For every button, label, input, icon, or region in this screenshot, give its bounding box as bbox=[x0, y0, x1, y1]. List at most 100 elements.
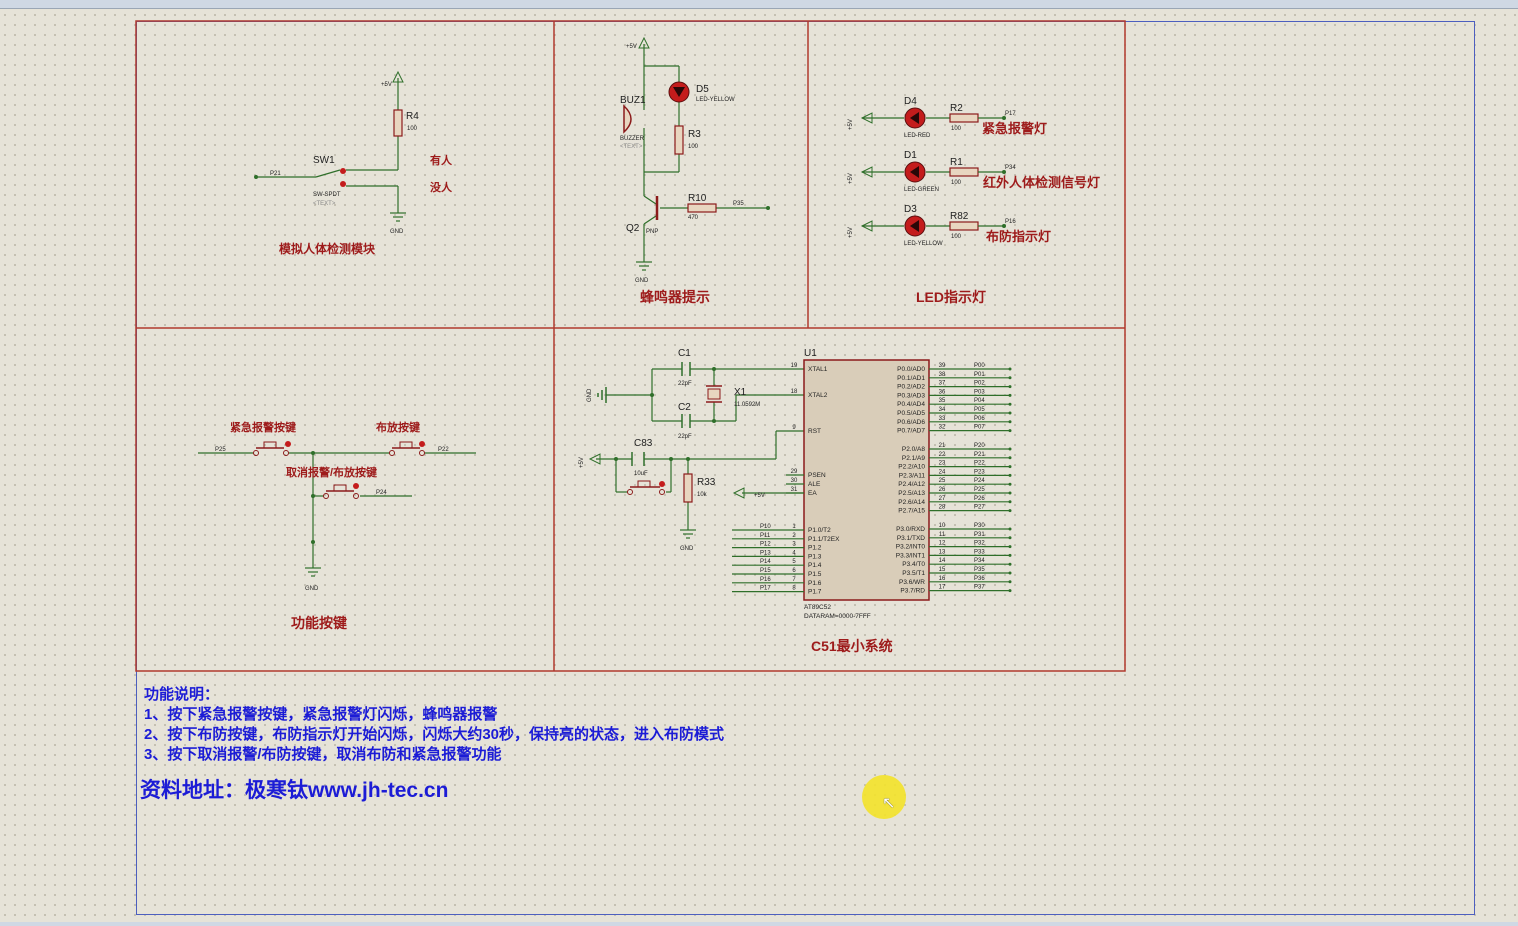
body-detect-module: +5V R4 100 SW1 SW-SPDT <TEXT> P21 GND 有人… bbox=[254, 70, 453, 235]
pin-node bbox=[1008, 393, 1012, 397]
vcc-arrow bbox=[860, 220, 873, 232]
q2-collector bbox=[643, 215, 657, 225]
pin-name: P3.6/WR bbox=[899, 579, 925, 586]
pin-net: P20 bbox=[974, 443, 985, 449]
pin-net: P05 bbox=[974, 407, 985, 413]
node-p35 bbox=[766, 206, 770, 210]
label-led-function: 布防指示灯 bbox=[986, 229, 1051, 244]
buzzer-module: +5V D5 LED-YELLOW BUZ1 BUZZER <TEXT> R3 … bbox=[620, 36, 770, 284]
node-p21 bbox=[254, 175, 258, 179]
pin-name: P0.0/AD0 bbox=[897, 366, 925, 373]
pin-name: P1.3 bbox=[808, 553, 822, 560]
label-r4-val: 100 bbox=[407, 126, 418, 132]
pin-number: 25 bbox=[939, 478, 946, 484]
pin-net: P00 bbox=[974, 363, 985, 369]
pin-node bbox=[1008, 580, 1012, 584]
label-r10: R10 bbox=[688, 193, 707, 204]
gnd-symbol bbox=[305, 567, 321, 577]
label-resistor-ref: R82 bbox=[950, 211, 969, 222]
label-net: P17 bbox=[1005, 111, 1016, 117]
cap-c83 bbox=[631, 452, 645, 466]
pin-number: 23 bbox=[939, 461, 946, 467]
reset-key[interactable] bbox=[627, 480, 666, 495]
label-vcc: +5V bbox=[848, 119, 854, 130]
key-k2[interactable] bbox=[389, 441, 426, 456]
pin-number: 7 bbox=[792, 577, 796, 583]
pin-number: 4 bbox=[792, 550, 796, 556]
pin-number: 15 bbox=[939, 567, 946, 573]
label-resistor-ref: R1 bbox=[950, 157, 963, 168]
pin-number: 34 bbox=[939, 407, 946, 413]
pin-node bbox=[1008, 429, 1012, 433]
section-title-body-detect: 模拟人体检测模块 bbox=[279, 241, 376, 256]
pin-name: P3.4/T0 bbox=[902, 561, 925, 568]
pin-name: P3.2/INT0 bbox=[896, 544, 926, 551]
resistor-r10 bbox=[687, 203, 717, 213]
key-k3[interactable] bbox=[323, 483, 360, 499]
led-module: +5VD4LED-REDR2100P17紧急报警灯+5VD1LED-GREENR… bbox=[848, 96, 1100, 247]
pin-node bbox=[1008, 456, 1012, 460]
pin-name: P1.7 bbox=[808, 589, 822, 596]
pin-name: P2.3/A11 bbox=[899, 472, 926, 479]
label-c83-val: 10uF bbox=[634, 471, 648, 477]
pin-name: P0.2/AD2 bbox=[897, 384, 925, 391]
label-x1-val: 11.0592M bbox=[734, 402, 760, 408]
pin-net: P03 bbox=[974, 389, 985, 395]
pin-number: 11 bbox=[939, 532, 946, 538]
pin-net: P01 bbox=[974, 372, 985, 378]
cap-c2 bbox=[681, 414, 691, 428]
label-q2-type: PNP bbox=[646, 229, 658, 235]
website-link[interactable]: 资料地址：极寒钛www.jh-tec.cn bbox=[140, 779, 449, 802]
label-r33-val: 10k bbox=[697, 492, 708, 498]
pin-net: P26 bbox=[974, 496, 985, 502]
pin-name: P2.2/A10 bbox=[898, 464, 925, 471]
label-x1: X1 bbox=[734, 387, 747, 398]
pin-net: P36 bbox=[974, 576, 985, 582]
pin-number: 12 bbox=[939, 541, 946, 547]
mcu-chip-u1[interactable] bbox=[803, 359, 930, 601]
key-k1[interactable] bbox=[253, 441, 292, 456]
section-frames bbox=[135, 20, 1126, 672]
pin-net: P24 bbox=[974, 478, 985, 484]
label-led-ref: D1 bbox=[904, 150, 917, 161]
pin-name: P2.7/A15 bbox=[898, 508, 925, 515]
pin-node bbox=[1008, 571, 1012, 575]
buzzer-buz1 bbox=[623, 104, 632, 134]
pin-node bbox=[1008, 500, 1012, 504]
label-resistor-val: 100 bbox=[951, 126, 962, 132]
gnd-symbol bbox=[636, 261, 652, 271]
label-key-emergency: 紧急报警按键 bbox=[230, 420, 297, 434]
label-net-p22: P22 bbox=[438, 447, 449, 453]
pin-name: RST bbox=[808, 428, 821, 435]
label-sw-type: SW-SPDT bbox=[313, 192, 341, 198]
pin-net: P35 bbox=[974, 567, 985, 573]
label-q2: Q2 bbox=[626, 223, 640, 234]
label-led-type: LED-GREEN bbox=[904, 187, 939, 193]
label-key-arm: 布放按键 bbox=[376, 420, 421, 434]
pin-net: P30 bbox=[974, 523, 985, 529]
pin-number: 35 bbox=[939, 398, 946, 404]
pin-name: XTAL2 bbox=[808, 392, 828, 399]
pin-name: P1.2 bbox=[808, 545, 822, 552]
node-gnd bbox=[311, 540, 315, 544]
pin-net: P22 bbox=[974, 461, 985, 467]
pin-net: P21 bbox=[974, 452, 985, 458]
label-buz-type: BUZZER bbox=[620, 136, 645, 142]
pin-name: P2.0/A8 bbox=[902, 446, 926, 453]
pin-name: P1.5 bbox=[808, 571, 822, 578]
pin-name: EA bbox=[808, 490, 817, 497]
pin-name: P1.1/T2EX bbox=[808, 536, 840, 543]
label-gnd: GND bbox=[680, 546, 694, 552]
led-symbol bbox=[910, 220, 919, 232]
pin-name: P3.3/INT1 bbox=[896, 552, 926, 559]
window-top-bar bbox=[0, 0, 1518, 9]
resistor bbox=[949, 167, 979, 177]
pin-number: 17 bbox=[939, 585, 946, 591]
section-title-buzzer: 蜂鸣器提示 bbox=[640, 289, 710, 305]
label-resistor-val: 100 bbox=[951, 234, 962, 240]
pin-name: P2.1/A9 bbox=[902, 455, 926, 462]
pin-name: P1.6 bbox=[808, 580, 822, 587]
pin-number: 39 bbox=[939, 363, 946, 369]
label-resistor-val: 100 bbox=[951, 180, 962, 186]
